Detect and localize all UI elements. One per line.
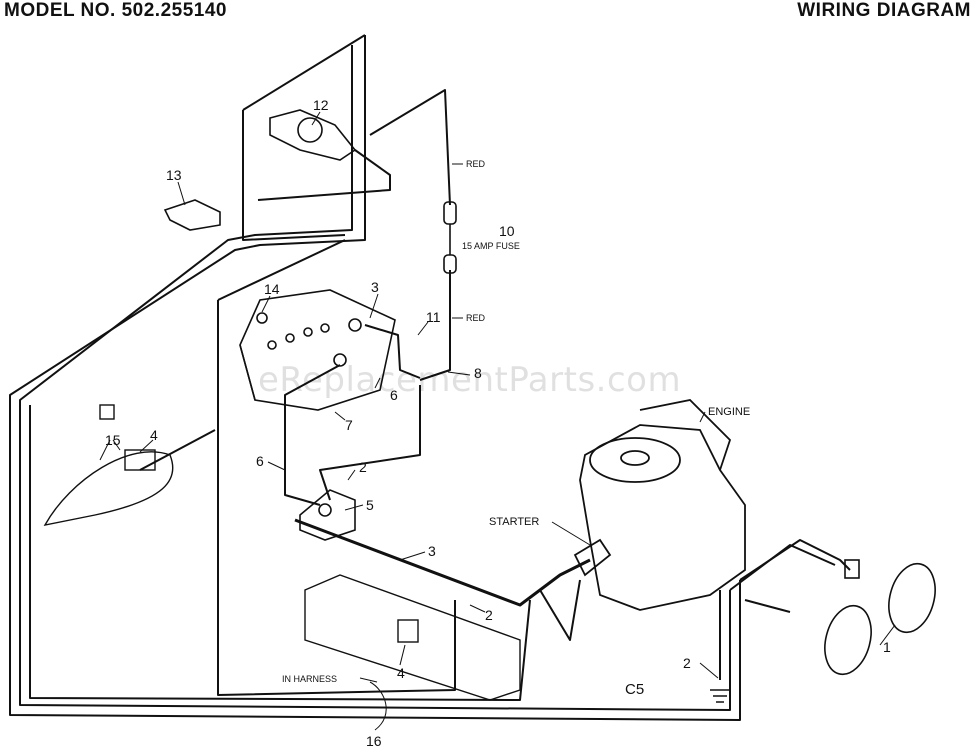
callout-15: 15 — [105, 432, 121, 448]
battery-terminal-neg — [256, 312, 268, 324]
callout-4-bottom: 4 — [397, 665, 405, 681]
engine-top — [589, 437, 681, 483]
callout-12: 12 — [313, 97, 329, 113]
headlight-connector — [844, 559, 860, 579]
ignition-wire-loop — [242, 110, 346, 241]
label-red-mid: RED — [466, 313, 486, 323]
callout-5: 5 — [366, 497, 374, 513]
label-engine: ENGINE — [708, 406, 750, 418]
watermark: eReplacementParts.com — [258, 360, 682, 400]
ignition-switch — [269, 109, 357, 161]
pto-bracket — [304, 574, 521, 701]
headlight-wire-c — [744, 599, 791, 613]
callout-16: 16 — [366, 733, 382, 749]
ground-screw — [710, 689, 730, 703]
callout-11: 11 — [426, 309, 441, 325]
model-number: MODEL NO. 502.255140 — [4, 0, 227, 21]
solenoid — [299, 489, 356, 541]
callout-10: 10 — [499, 223, 515, 239]
seat-switch-bracket — [43, 451, 174, 526]
battery — [239, 289, 396, 411]
callout-2-bottom: 2 — [683, 655, 691, 671]
wire-12-to-top — [242, 34, 366, 111]
callout-6-bottom: 6 — [256, 453, 264, 469]
page-code: C5 — [625, 681, 644, 698]
switch-plunger — [99, 404, 115, 420]
wire-to-battery — [217, 239, 346, 301]
headlight-left — [824, 604, 872, 676]
battery-cable-6 — [284, 364, 341, 506]
pto-switch — [397, 619, 419, 643]
battery-terminal-pos — [348, 318, 362, 332]
headlight-wire-a — [739, 539, 851, 581]
callout-2-top: 2 — [359, 459, 367, 475]
wire-to-seat-switch — [139, 429, 216, 471]
callout-14: 14 — [264, 281, 280, 297]
label-fuse: 15 AMP FUSE — [462, 241, 520, 251]
harness-wire-inner — [19, 45, 731, 711]
wire-12-right — [257, 149, 391, 201]
battery-cable-3 — [319, 324, 421, 501]
callout-13: 13 — [166, 167, 182, 183]
label-red-top: RED — [466, 159, 486, 169]
callout-6-top: 6 — [390, 387, 398, 403]
label-starter: STARTER — [489, 516, 539, 528]
harness-wire-outer — [9, 35, 741, 721]
fuse-holder-top — [443, 201, 457, 225]
starter-wire — [539, 579, 581, 641]
starter-motor — [573, 538, 612, 577]
headlight-right — [888, 562, 936, 634]
callout-8: 8 — [474, 365, 482, 381]
callout-4-top: 4 — [150, 427, 158, 443]
callout-3-top: 3 — [371, 279, 379, 295]
light-switch — [163, 199, 221, 231]
label-in-harness: IN HARNESS — [282, 674, 337, 684]
seat-switch — [124, 449, 156, 471]
diagram-title: WIRING DIAGRAM — [797, 0, 971, 21]
red-wire-bottom — [419, 270, 451, 381]
starter-cable-3 — [294, 518, 591, 607]
callout-3-bottom: 3 — [428, 543, 436, 559]
frame-wire — [217, 300, 456, 696]
callout-1: 1 — [883, 639, 891, 655]
headlight-wire-b — [729, 544, 836, 591]
callout-2-middle: 2 — [485, 607, 493, 623]
callout-7: 7 — [345, 417, 353, 433]
harness-wire-3 — [29, 405, 531, 701]
engine-body — [579, 424, 746, 611]
red-wire-top — [369, 89, 451, 206]
